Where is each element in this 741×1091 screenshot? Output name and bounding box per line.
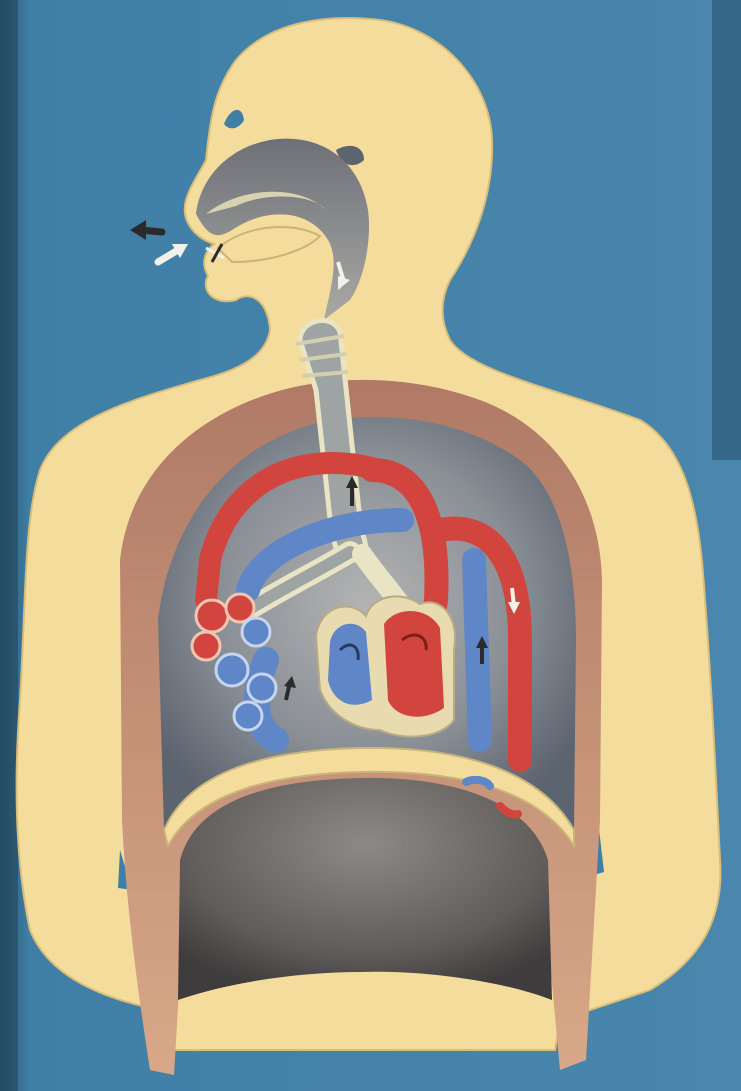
book-gutter bbox=[0, 0, 18, 1091]
page-edge-shadow bbox=[712, 0, 741, 460]
heart-left-chambers bbox=[384, 611, 444, 717]
heart-right-chambers bbox=[328, 624, 372, 705]
vena-cava bbox=[474, 560, 480, 740]
abdominal-cavity bbox=[178, 778, 552, 1000]
